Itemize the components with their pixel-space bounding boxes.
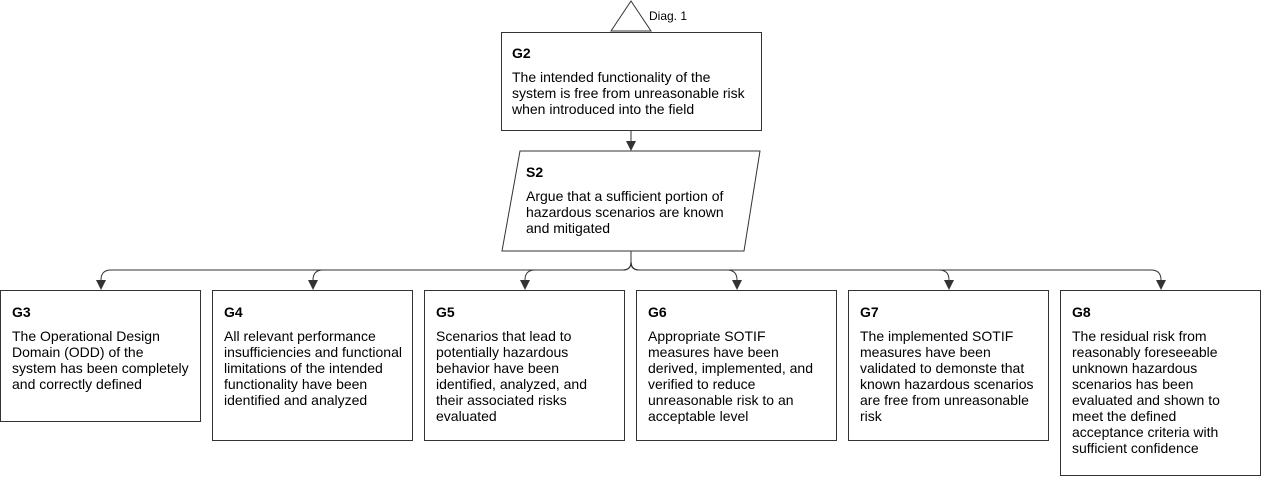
strategy-shape [501, 150, 761, 252]
goal-node-g4[interactable]: G4 All relevant performance insufficienc… [212, 290, 413, 441]
connector-s2-g8 [630, 251, 1166, 290]
strategy-node-s2[interactable]: S2 Argue that a sufficient portion of ha… [526, 164, 736, 244]
module-reference-triangle [610, 0, 652, 32]
connector-s2-g5 [520, 251, 632, 290]
goal-id: G4 [224, 304, 243, 320]
goal-text: The intended functionality of the system… [512, 69, 745, 117]
goal-text: All relevant performance insufficiencies… [224, 328, 402, 408]
goal-id: G3 [12, 304, 31, 320]
goal-id: G5 [436, 304, 455, 320]
goal-id: G8 [1072, 304, 1091, 320]
goal-text: Scenarios that lead to potentially hazar… [436, 328, 587, 424]
goal-text: The residual risk from reasonably forese… [1072, 328, 1220, 456]
connector-group [96, 251, 1166, 290]
goal-text: The Operational Design Domain (ODD) of t… [12, 328, 189, 392]
module-reference-label: Diag. 1 [649, 9, 688, 23]
goal-id: G6 [648, 304, 667, 320]
goal-text: The implemented SOTIF measures have been… [860, 328, 1034, 424]
goal-node-g6[interactable]: G6 Appropriate SOTIF measures have been … [636, 290, 837, 441]
strategy-id: S2 [526, 164, 544, 180]
goal-node-g5[interactable]: G5 Scenarios that lead to potentially ha… [424, 290, 625, 441]
goal-id: G7 [860, 304, 879, 320]
goal-node-g8[interactable]: G8 The residual risk from reasonably for… [1060, 290, 1261, 476]
goal-id: G2 [512, 45, 531, 61]
goal-node-g7[interactable]: G7 The implemented SOTIF measures have b… [848, 290, 1049, 441]
goal-node-g2[interactable]: G2 The intended functionality of the sys… [501, 32, 762, 131]
goal-text: Appropriate SOTIF measures have been der… [648, 328, 813, 424]
strategy-text: Argue that a sufficient portion of hazar… [526, 188, 724, 236]
goal-node-g3[interactable]: G3 The Operational Design Domain (ODD) o… [0, 290, 201, 422]
